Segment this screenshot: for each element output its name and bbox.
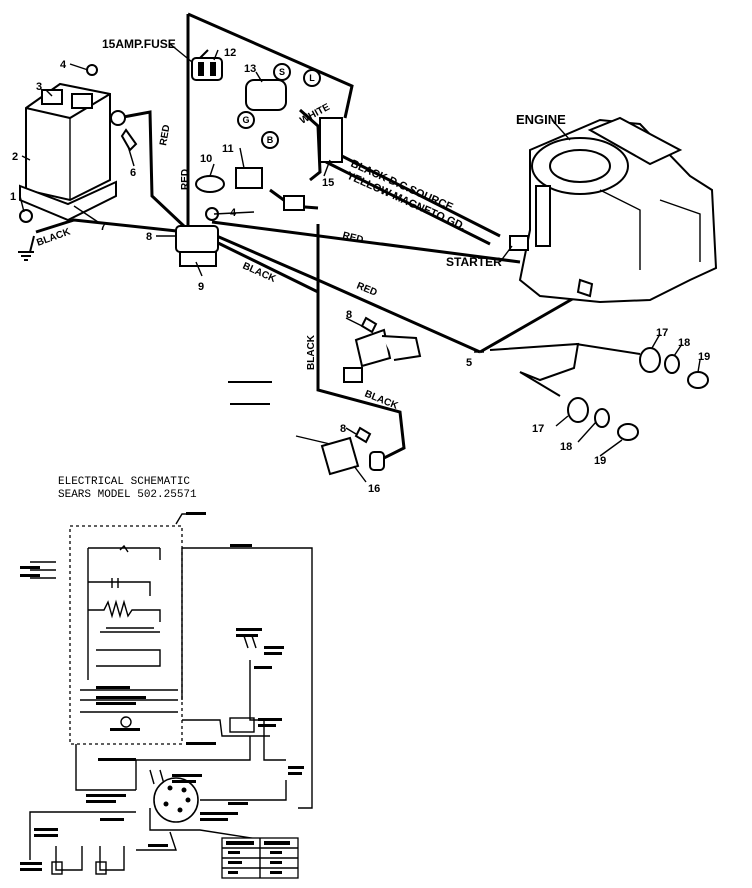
terminal-b-label: B	[267, 135, 274, 145]
headlight-left	[567, 397, 639, 441]
callout-10: 10	[200, 153, 212, 165]
switch-position-table	[221, 837, 299, 879]
callout-19a: 19	[698, 351, 710, 363]
callout-5: 5	[466, 357, 472, 369]
screw-icon	[354, 426, 372, 444]
callout-8c: 8	[340, 423, 346, 435]
callout-8a: 8	[146, 231, 152, 243]
electrical-schematic	[20, 512, 313, 879]
wire-label-red-vertical: RED	[180, 169, 191, 190]
wire-label-red-lower: RED	[355, 281, 379, 299]
terminal-bolt-icon	[110, 110, 126, 126]
wire-fuse-loop	[187, 12, 354, 119]
headlight-right	[639, 347, 709, 389]
ground-bolt-icon	[19, 209, 33, 223]
schematic-model: SEARS MODEL 502.25571	[58, 489, 197, 501]
callout-11: 11	[222, 143, 234, 155]
engine	[509, 116, 718, 304]
fuse-label: 15AMP.FUSE	[102, 37, 176, 51]
wire-label-red-top: RED	[158, 124, 173, 147]
callout-17b: 17	[532, 423, 544, 435]
wire-label-black-lower: BLACK	[363, 389, 400, 413]
callout-6: 6	[130, 167, 136, 179]
ground-terminal-icon	[576, 278, 594, 298]
ignition-switch	[237, 63, 321, 149]
callout-16: 16	[368, 483, 380, 495]
ammeter-icon	[195, 175, 225, 193]
callout-7: 7	[100, 221, 106, 233]
wire-black-battery	[35, 218, 187, 234]
ground-symbol-icon	[18, 251, 34, 261]
callout-1: 1	[10, 191, 16, 203]
schematic-fine-print	[20, 512, 304, 871]
connector-block	[319, 117, 343, 163]
callout-4a: 4	[60, 59, 67, 71]
callout-9: 9	[198, 281, 204, 293]
plug-connector	[283, 195, 305, 211]
starter-label: STARTER	[446, 255, 502, 269]
callout-19b: 19	[594, 455, 606, 467]
starter-solenoid	[175, 207, 219, 267]
terminal-l-label: L	[309, 73, 315, 83]
terminal-s-label: S	[279, 67, 285, 77]
callout-13: 13	[244, 63, 256, 75]
callout-18a: 18	[678, 337, 690, 349]
callout-15: 15	[322, 177, 334, 189]
interlock-module	[235, 167, 263, 189]
wire-light	[489, 342, 580, 397]
wire-black-dc	[329, 148, 501, 238]
wire-black-mid	[211, 238, 319, 294]
nut-icon	[86, 64, 98, 76]
callout-8b: 8	[346, 309, 352, 321]
engine-label: ENGINE	[516, 112, 566, 127]
callout-3: 3	[36, 81, 42, 93]
divider-marks	[228, 381, 272, 405]
safety-switch-lower	[295, 435, 385, 476]
callout-18b: 18	[560, 441, 572, 453]
callout-2: 2	[12, 151, 18, 163]
screw-icon	[120, 128, 138, 152]
schematic-title: ELECTRICAL SCHEMATIC	[58, 476, 190, 488]
callout-17a: 17	[656, 327, 668, 339]
callout-12: 12	[224, 47, 236, 59]
wire-label-black-vertical: BLACK	[306, 334, 317, 370]
wire-red-battery	[117, 110, 188, 230]
wire-yellow-magneto	[325, 160, 491, 246]
screw-icon	[360, 316, 378, 334]
leader-lines	[19, 43, 701, 483]
callout-4b: 4	[230, 207, 237, 219]
safety-switch-upper	[343, 328, 422, 383]
wire-black-vertical	[316, 224, 406, 462]
battery	[19, 82, 117, 222]
wire-harness	[29, 12, 641, 462]
wire-red-mid	[211, 220, 521, 264]
fuse-holder	[191, 57, 223, 81]
wire-label-red-mid: RED	[341, 230, 364, 246]
terminal-g-label: G	[242, 115, 249, 125]
